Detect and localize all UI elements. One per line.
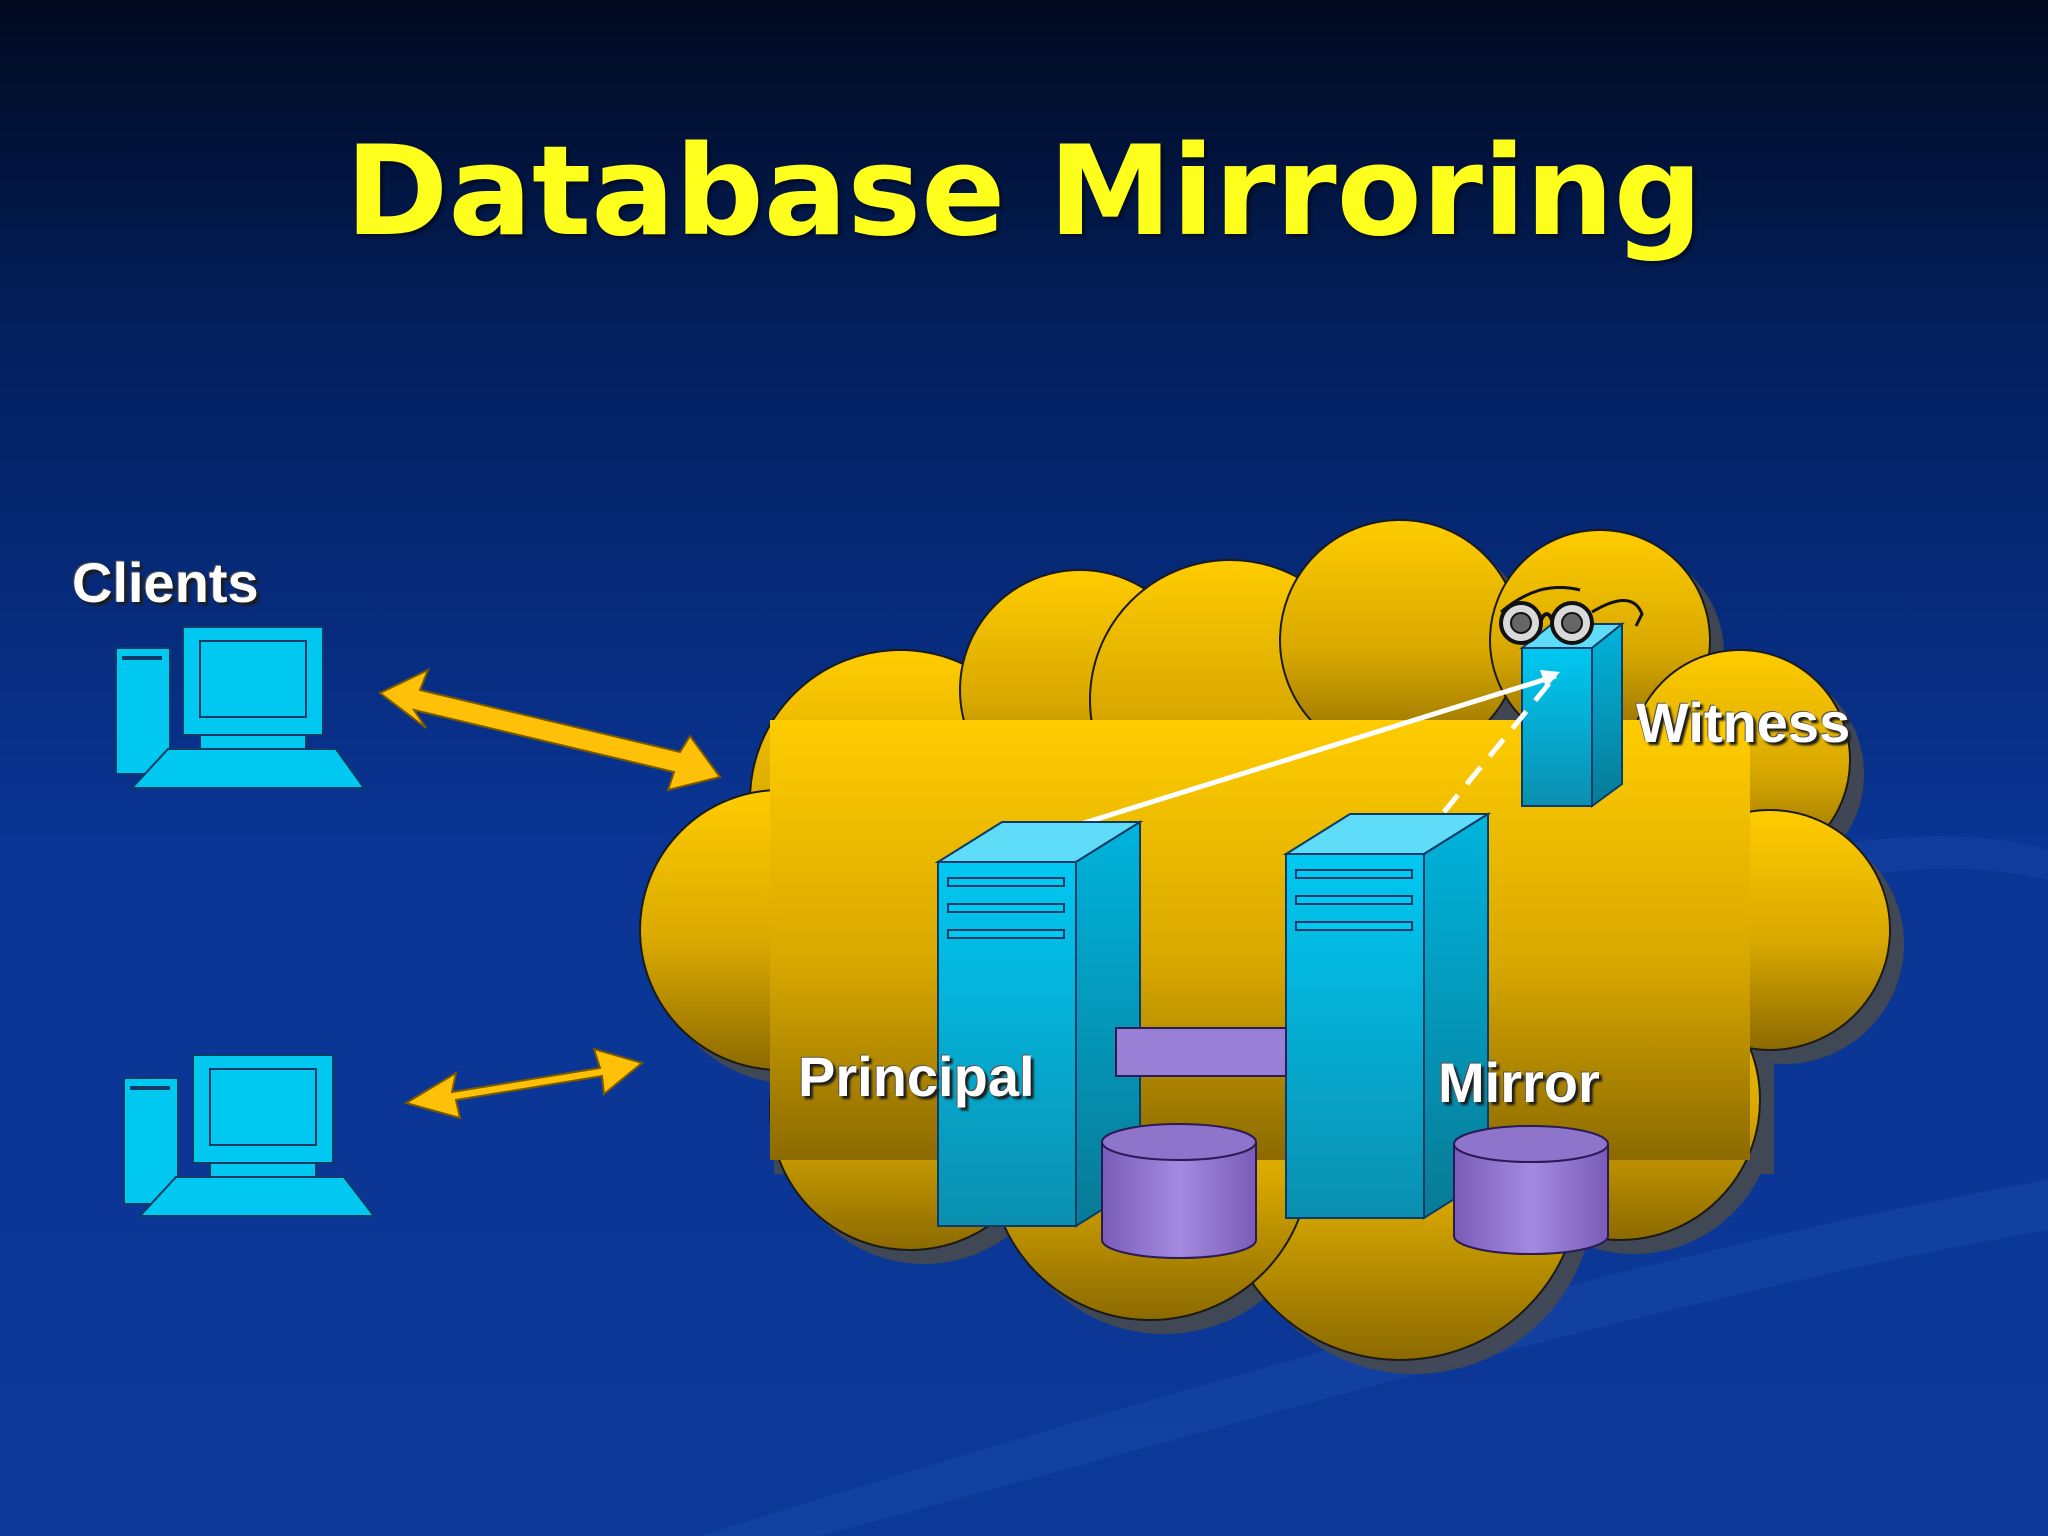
mirror-label: Mirror [1438,1051,1600,1114]
client-1-arrow [378,667,722,792]
client-2-arrow [403,1047,645,1120]
witness-label: Witness [1636,691,1851,754]
mirror-database-icon [1453,1125,1609,1255]
principal-server [934,820,1144,1228]
client-computer-1 [115,626,366,789]
principal-mirror-link [1115,1027,1287,1077]
principal-label: Principal [798,1045,1035,1108]
principal-witness-link [1067,673,1557,831]
principal-database-icon [1101,1123,1257,1259]
principal-witness-arrowhead [1540,670,1560,688]
slide-title: Database Mirroring [345,120,1703,264]
glasses-icon [1499,586,1644,645]
mirror-witness-link [1442,678,1554,814]
witness-server [1519,621,1625,808]
clients-label: Clients [72,551,259,614]
client-computer-2 [123,1054,377,1217]
